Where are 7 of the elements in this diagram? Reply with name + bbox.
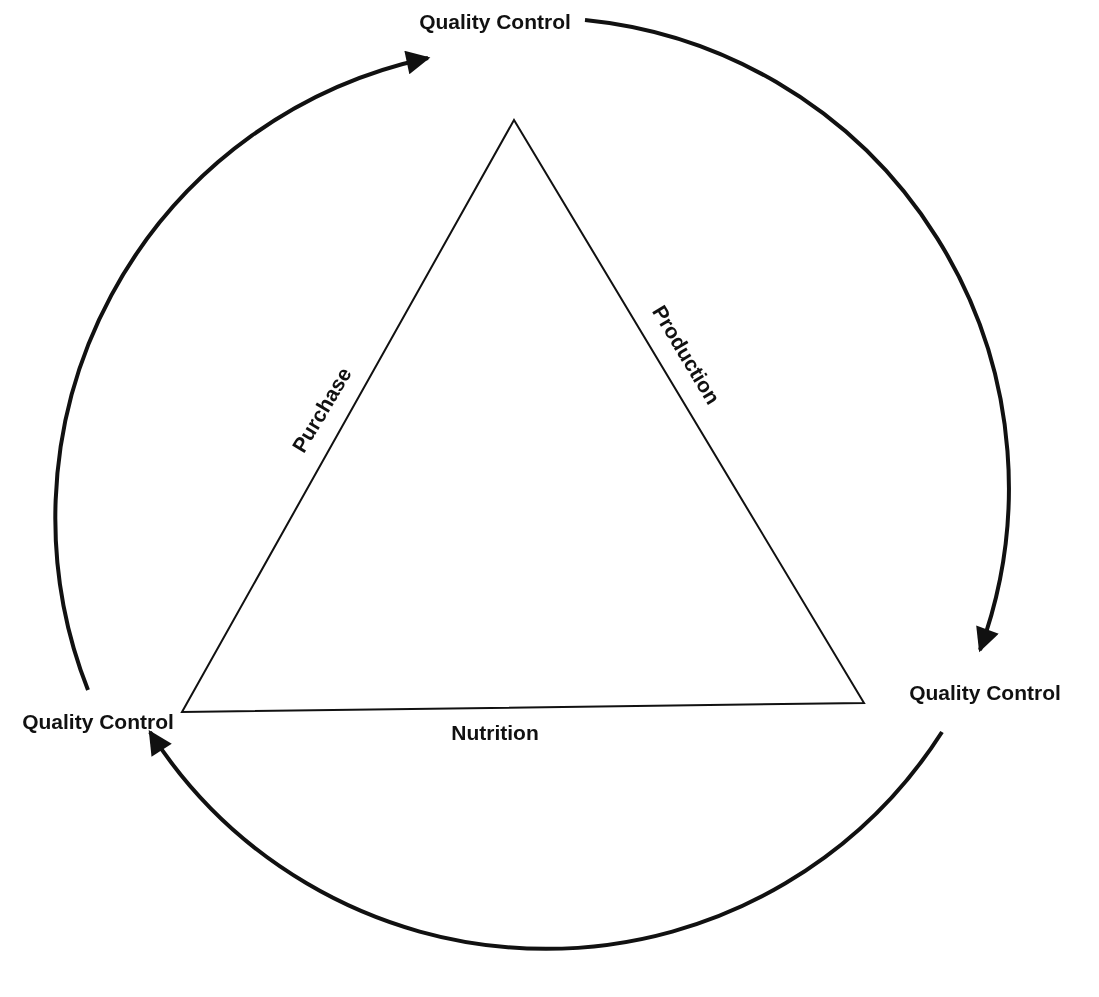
stage-label: Quality Control	[22, 710, 174, 734]
arrow	[53, 52, 431, 691]
stage-label: Quality Control	[909, 681, 1061, 705]
arrow	[148, 730, 944, 951]
arrow	[584, 18, 1011, 653]
side-label: Nutrition	[451, 721, 539, 745]
stage-label: Quality Control	[419, 10, 571, 34]
